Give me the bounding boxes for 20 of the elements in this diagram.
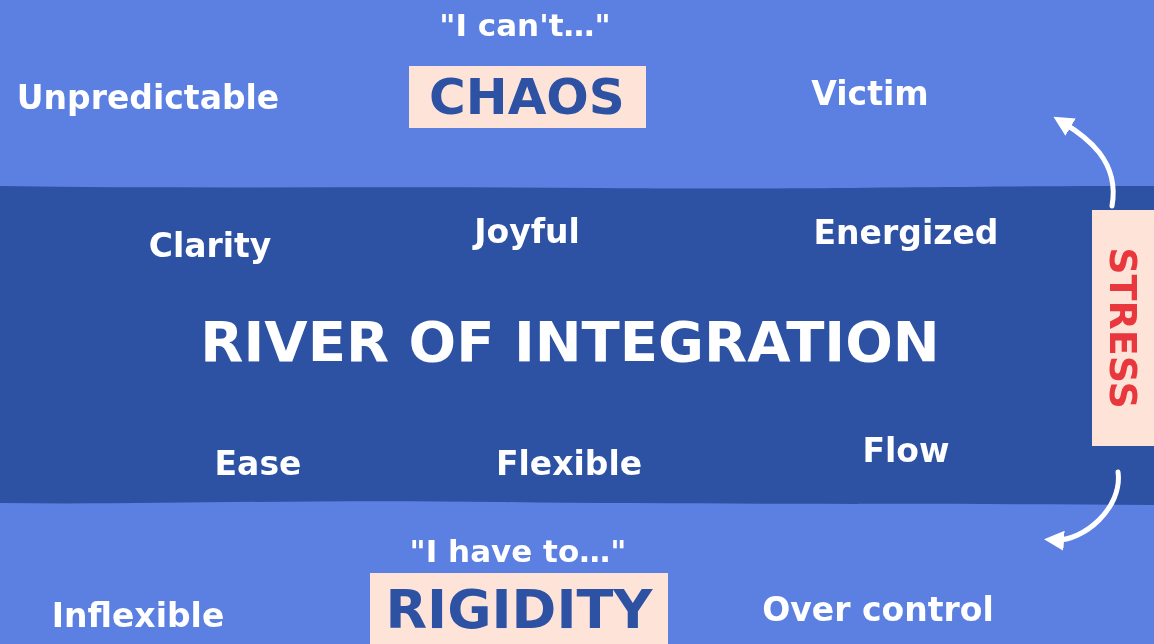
river-label: Flexible xyxy=(495,446,643,480)
stress-label: STRESS xyxy=(1104,247,1142,409)
river-label: Clarity xyxy=(148,228,272,262)
band-label: Inflexible xyxy=(51,598,225,632)
river-title: RIVER OF INTEGRATION xyxy=(200,314,940,370)
river-label: Joyful xyxy=(474,214,580,248)
band-label: Unpredictable xyxy=(16,80,280,114)
band-label: Over control xyxy=(762,592,994,626)
quote-text: "I have to…" xyxy=(409,535,627,567)
river-label: Flow xyxy=(862,433,950,467)
river-label: Ease xyxy=(214,446,302,480)
curved-arrow xyxy=(1053,116,1116,209)
band-title: RIGIDITY xyxy=(385,583,653,637)
curved-arrow xyxy=(1044,469,1121,550)
river-band xyxy=(0,186,1154,505)
band-label: Victim xyxy=(811,76,929,110)
quote-text: "I can't…" xyxy=(439,9,611,41)
stress-box xyxy=(1092,210,1154,446)
band-title: CHAOS xyxy=(429,72,625,122)
river-label: Energized xyxy=(813,215,999,249)
